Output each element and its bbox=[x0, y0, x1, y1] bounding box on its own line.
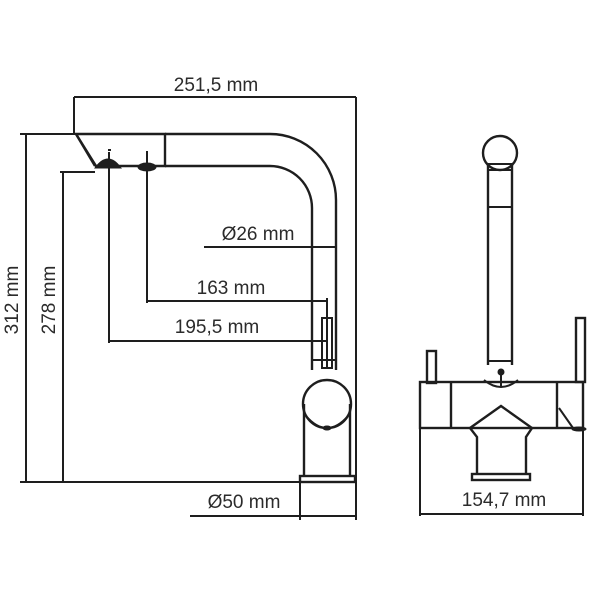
dimension-front-width: 154,7 mm bbox=[419, 428, 584, 516]
spout-head bbox=[73, 132, 167, 172]
label-front-width: 154,7 mm bbox=[462, 490, 546, 511]
neck-detail bbox=[312, 298, 336, 369]
label-base-diameter: Ø50 mm bbox=[208, 492, 281, 513]
dimension-outlet-height: 278 mm bbox=[39, 171, 95, 482]
label-overall-height: 312 mm bbox=[2, 266, 23, 335]
spout-arm bbox=[165, 132, 338, 370]
front-view: 154,7 mm bbox=[418, 134, 587, 516]
label-main-reach: 195,5 mm bbox=[175, 317, 259, 338]
label-filter-reach: 163 mm bbox=[197, 278, 266, 299]
label-spout-diameter: Ø26 mm bbox=[222, 224, 295, 245]
label-overall-width: 251,5 mm bbox=[174, 75, 258, 96]
dimension-overall-height: 312 mm bbox=[2, 133, 300, 483]
dimension-overall-width: 251,5 mm bbox=[73, 75, 357, 520]
side-view: 251,5 mm bbox=[2, 75, 357, 520]
dimension-spout-diameter: Ø26 mm bbox=[204, 224, 336, 248]
label-outlet-height: 278 mm bbox=[39, 266, 60, 335]
faucet-body-side bbox=[298, 378, 357, 484]
dimension-main-reach: 195,5 mm bbox=[108, 168, 327, 343]
dimension-filter-reach: 163 mm bbox=[146, 168, 327, 303]
dimension-base-diameter: Ø50 mm bbox=[190, 482, 356, 520]
